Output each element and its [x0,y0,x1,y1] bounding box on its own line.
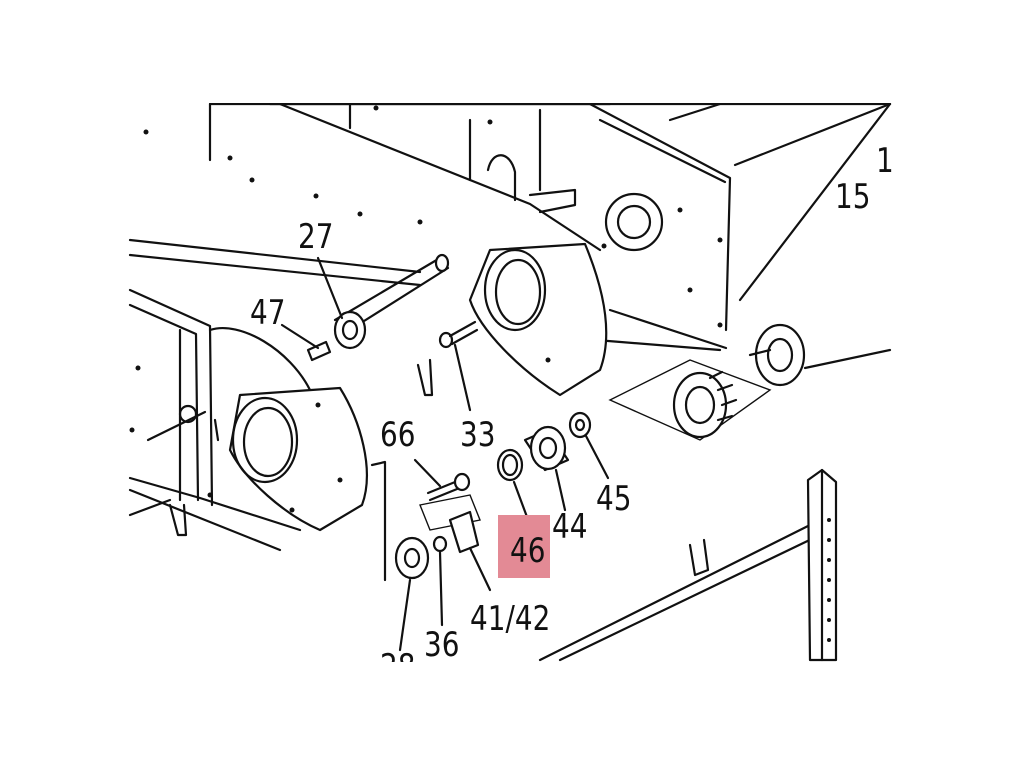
bolt-66 [413,458,481,531]
label-41-42: 41/42 [470,599,550,638]
crop-mask-top [0,0,1024,103]
lower-right-frame [538,468,838,662]
label-36: 36 [424,625,459,664]
bearing-28 [394,536,430,652]
bearing-27 [316,256,367,350]
label-45: 45 [596,479,631,518]
label-44: 44 [552,507,587,546]
washer-45 [568,411,610,480]
label-15: 15 [835,177,870,216]
spacer-36 [432,535,448,627]
part-labels: 14 15 27 47 33 66 45 44 46 41/42 36 28 [250,141,911,686]
bolt-33 [438,320,479,412]
crop-mask-right [894,0,1024,768]
part-41-42 [448,510,492,592]
upper-housing [208,94,892,352]
label-46: 46 [510,531,545,570]
pin-47 [280,323,332,362]
shaft [333,253,450,335]
mounting-holes [129,105,723,513]
pulley-assembly [608,323,892,441]
label-47: 47 [250,293,285,332]
label-27: 27 [298,217,333,256]
lower-flange [213,386,387,582]
ring-46 [496,448,532,527]
left-frame [128,238,422,552]
crop-mask-bottom [0,662,1024,768]
highlight-46 [498,515,550,578]
sleeve-44 [523,425,570,512]
label-66: 66 [380,415,415,454]
upper-flange [416,242,608,397]
label-33: 33 [460,415,495,454]
